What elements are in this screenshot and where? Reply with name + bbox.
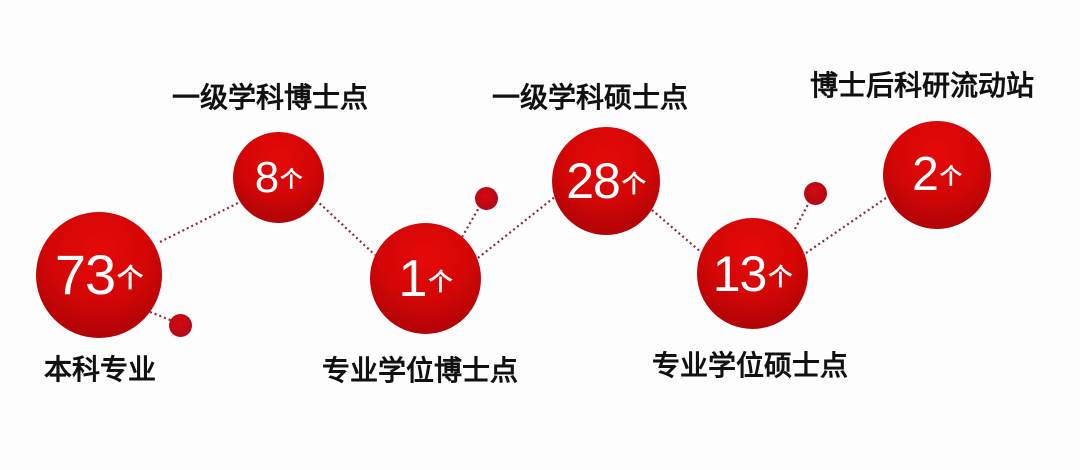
label-undergrad-majors: 本科专业 [44,353,157,386]
decorative-dot [169,314,192,337]
node-masters-first-level: 28 个 [552,127,660,235]
decorative-dot [475,187,498,210]
node-value: 8 [254,152,280,202]
node-value: 73 [54,243,116,306]
label-masters-first-level: 一级学科硕士点 [492,81,689,114]
node-value: 13 [712,245,768,302]
unit-ge: 个 [621,170,646,199]
label-postdoc-stations: 博士后科研流动站 [810,69,1035,102]
node-undergrad-majors: 73 个 [36,212,162,338]
node-value: 1 [398,249,428,308]
unit-ge: 个 [768,262,793,291]
node-value: 2 [912,148,939,201]
label-professional-phd: 专业学位博士点 [322,354,519,387]
node-value: 28 [566,153,621,209]
unit-ge: 个 [117,263,144,294]
unit-ge: 个 [939,165,962,191]
label-professional-masters: 专业学位硕士点 [652,349,849,382]
node-professional-masters: 13 个 [697,218,808,329]
unit-ge: 个 [280,167,303,193]
label-phd-first-level: 一级学科博士点 [172,81,369,114]
node-professional-phd: 1 个 [370,223,481,334]
node-postdoc-stations: 2 个 [883,121,991,229]
node-phd-first-level: 8 个 [233,132,324,223]
decorative-dot [804,182,827,205]
unit-ge: 个 [428,267,453,296]
